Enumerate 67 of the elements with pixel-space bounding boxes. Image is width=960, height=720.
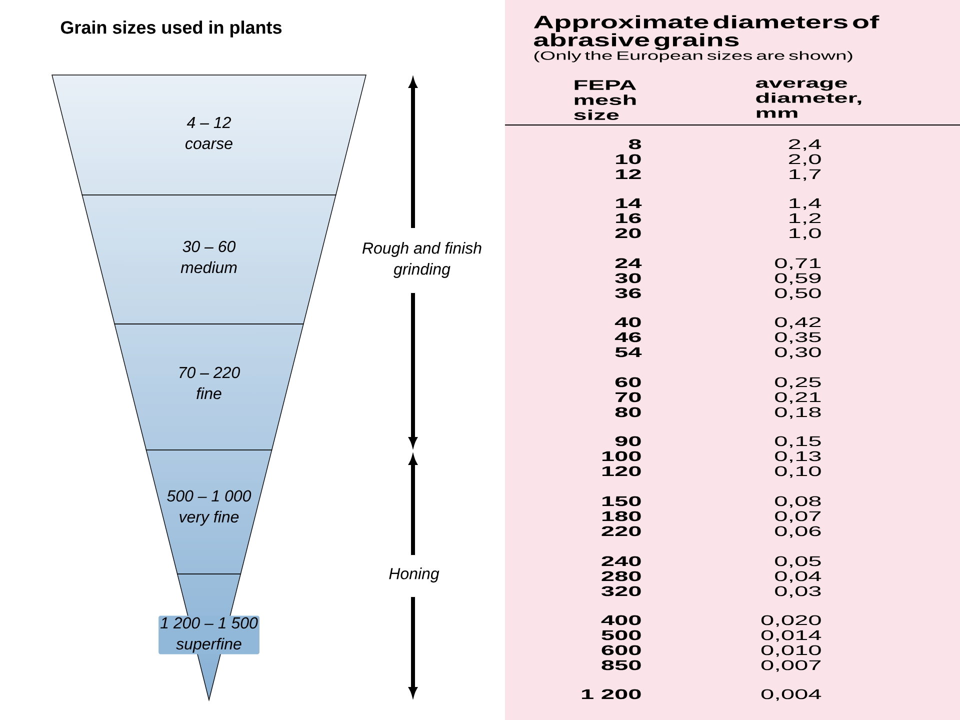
diameter-value: 0,020 [761, 615, 821, 627]
mesh-size-number: 54 [615, 347, 642, 358]
diameter-value: 0,007 [761, 660, 821, 672]
mesh-size-number: 320 [602, 586, 641, 596]
mesh-size-number: 280 [602, 571, 641, 582]
mesh-size-number: 60 [615, 377, 641, 388]
range-label: Honing [389, 568, 440, 582]
diameter-value: 0,13 [775, 451, 821, 463]
mesh-size-number: 46 [614, 332, 641, 342]
mesh-size-number: 14 [616, 198, 642, 208]
mesh-size-number: 36 [615, 288, 641, 298]
column-heading: FEPA mesh size [574, 80, 636, 120]
mesh-size-number: 70 [616, 392, 641, 402]
diameter-value: 0,010 [761, 645, 821, 657]
mesh-size-number: 220 [602, 526, 641, 536]
diameter-value: 0,07 [775, 511, 821, 523]
mesh-size-number: 16 [616, 213, 641, 224]
column-heading: average diameter, mm [756, 80, 862, 118]
diameter-value: 0,25 [775, 377, 821, 389]
diameter-value: 1,0 [790, 228, 821, 240]
range-label: Rough and finish grinding [362, 242, 482, 278]
mesh-size-number: 150 [602, 496, 641, 506]
mesh-size-number: 240 [602, 556, 641, 566]
mesh-size-number: 10 [616, 154, 641, 164]
diameter-value: 0,03 [775, 586, 821, 598]
diameter-value: 0,05 [775, 556, 821, 568]
funnel-band: 70 – 220 fine [114, 324, 304, 450]
diameter-value: 0,004 [761, 689, 822, 701]
mesh-size-number: 120 [602, 466, 641, 476]
mesh-size-number: 8 [628, 139, 642, 150]
funnel-band: 30 – 60 medium [82, 194, 336, 324]
title: Grain sizes used in plants [60, 20, 282, 38]
mesh-size-number: 100 [602, 451, 641, 462]
diameter-value: 0,06 [775, 526, 821, 538]
diameter-value: 0,15 [775, 436, 821, 448]
mesh-size-number: 12 [616, 169, 641, 179]
diameter-value: 1,7 [790, 169, 821, 181]
diameter-value: 0,35 [775, 332, 821, 344]
diameter-value: 0,59 [775, 273, 821, 285]
mesh-size-number: 20 [615, 228, 641, 238]
mesh-size-number: 500 [602, 630, 641, 640]
diameter-value: 2,4 [789, 139, 822, 151]
diameter-value: 0,10 [775, 466, 821, 478]
diameter-value: 0,04 [775, 571, 822, 583]
diameter-value: 1,2 [790, 213, 821, 225]
mesh-size-number: 1 200 [582, 689, 641, 700]
funnel-band: 500 – 1 000 very fine [146, 450, 272, 574]
diameter-value: 0,71 [775, 258, 821, 270]
mesh-size-number: 40 [614, 317, 641, 328]
mesh-size-number: 180 [602, 511, 641, 522]
mesh-size-number: 30 [615, 273, 641, 284]
mesh-size-number: 600 [602, 645, 641, 656]
diameter-value: 0,014 [761, 630, 822, 642]
diameter-value: 1,4 [790, 198, 822, 210]
mesh-size-number: 850 [602, 660, 641, 670]
diameter-value: 0,50 [775, 288, 821, 300]
mesh-size-number: 400 [601, 615, 641, 626]
diameter-value: 0,08 [775, 496, 821, 508]
mesh-size-number: 90 [615, 436, 641, 446]
diameter-value: 2,0 [789, 154, 821, 166]
diameter-value: 0,21 [775, 392, 821, 404]
diameter-value: 0,30 [775, 347, 821, 359]
diameter-value: 0,42 [775, 317, 821, 329]
mesh-size-number: 80 [615, 407, 641, 418]
diameter-value: 0,18 [775, 407, 821, 419]
funnel-band: 4 – 12 coarse [52, 74, 366, 196]
mesh-size-number: 24 [615, 258, 642, 268]
